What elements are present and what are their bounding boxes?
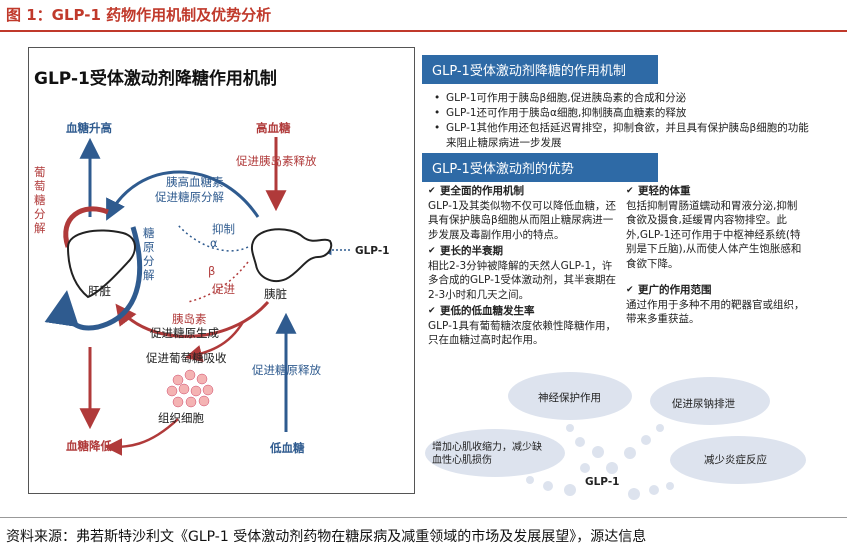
- tissue-cells-icon: [166, 369, 214, 408]
- arc-insulin: [115, 301, 270, 338]
- cloud-nerve: [508, 372, 632, 420]
- liver-cycle-red: [63, 206, 109, 248]
- effect-inflammation: 减少炎症反应: [704, 454, 767, 466]
- label-blood-sugar-down: 血糖降低: [66, 439, 112, 453]
- advantage-title: 更轻的体重: [626, 184, 806, 199]
- label-gluconeogenesis: 促进糖原生成: [150, 326, 219, 340]
- label-high-sugar: 高血糖: [256, 121, 291, 135]
- advantage-title: 更全面的作用机制: [428, 184, 620, 199]
- label-glp1-diagram: GLP-1: [355, 245, 390, 257]
- advantage-body: 包括抑制胃肠道蠕动和胃液分泌,抑制食欲及摄食,延缓胃内容物排空。此外,GLP-1…: [626, 199, 802, 270]
- cloud-heart: [425, 429, 565, 477]
- label-tissue-cells: 组织细胞: [158, 411, 204, 425]
- label-alpha: α: [210, 236, 218, 250]
- effects-cloud-diagram: [425, 372, 806, 500]
- promote-dotted: [187, 261, 249, 303]
- mechanism-bullets: GLP-1可作用于胰岛β细胞,促进胰岛素的合成和分泌 GLP-1还可作用于胰岛α…: [434, 91, 816, 151]
- mechanism-diagram: [44, 137, 350, 456]
- mechanism-bullet: GLP-1其他作用还包括延迟胃排空，抑制食欲，并且具有保护胰岛β细胞的功能来阻止…: [434, 121, 816, 151]
- advantage-body: GLP-1及其类似物不仅可以降低血糖，还具有保护胰岛β细胞从而阻止糖尿病进一步发…: [428, 199, 617, 241]
- arc-uptake: [184, 321, 245, 363]
- advantage-title: 更广的作用范围: [626, 283, 806, 298]
- label-glycogenolysis: 促进糖原分解: [155, 190, 224, 204]
- advantages-right-column: 更轻的体重 包括抑制胃肠道蠕动和胃液分泌,抑制食欲及摄食,延缓胃内容物排空。此外…: [626, 184, 806, 329]
- label-promote: 促进: [212, 282, 235, 296]
- cloud-sodium: [650, 377, 770, 425]
- label-blood-sugar-up: 血糖升高: [66, 121, 112, 135]
- arc-tissue-to-low: [104, 418, 179, 456]
- label-glycogen-breakdown-mid: 糖原分解: [143, 226, 155, 282]
- diagram-title: GLP-1受体激动剂降糖作用机制: [34, 69, 277, 89]
- label-glucose-breakdown: 葡萄糖分解: [34, 165, 46, 235]
- liver-cycle-blue: [44, 226, 142, 331]
- advantages-left-column: 更全面的作用机制 GLP-1及其类似物不仅可以降低血糖，还具有保护胰岛β细胞从而…: [428, 184, 620, 350]
- label-inhibit: 抑制: [212, 222, 235, 236]
- bottom-rule: [0, 517, 847, 518]
- title-rule: [0, 30, 847, 32]
- effect-nerve-protection: 神经保护作用: [538, 392, 601, 404]
- arc-glucagon: [106, 170, 260, 221]
- label-beta: β: [208, 264, 216, 278]
- label-glycogen-release: 促进糖原释放: [252, 363, 321, 377]
- pancreas-icon: [250, 228, 333, 283]
- mechanism-bullet: GLP-1可作用于胰岛β细胞,促进胰岛素的合成和分泌: [434, 91, 816, 106]
- liver-icon: [66, 229, 136, 299]
- advantage-body: GLP-1具有葡萄糖浓度依赖性降糖作用，只在血糖过高时起作用。: [428, 319, 617, 347]
- mechanism-bullet: GLP-1还可作用于胰岛α细胞,抑制胰高血糖素的释放: [434, 106, 816, 121]
- figure-title: 图 1：GLP-1 药物作用机制及优势分析: [6, 6, 272, 24]
- effect-sodium-excretion: 促进尿钠排泄: [672, 398, 735, 410]
- advantage-body: 通过作用于多种不用的靶器官或组织，带来多重获益。: [626, 298, 805, 326]
- advantage-title: 更长的半衰期: [428, 244, 620, 259]
- advantage-title: 更低的低血糖发生率: [428, 304, 620, 319]
- label-liver: 肝脏: [88, 284, 111, 298]
- advantage-body: 相比2-3分钟被降解的天然人GLP-1，许多合成的GLP-1受体激动剂，其半衰期…: [428, 259, 617, 301]
- label-promote-insulin: 促进胰岛素释放: [236, 154, 317, 168]
- advantages-header: GLP-1受体激动剂的优势: [422, 153, 658, 182]
- inhibit-dotted: [177, 224, 249, 252]
- label-glucagon: 胰高血糖素: [166, 175, 224, 189]
- effect-heart: 增加心肌收缩力，减少缺血性心肌损伤: [432, 442, 542, 466]
- source-note: 资料来源：弗若斯特沙利文《GLP-1 受体激动剂药物在糖尿病及减重领域的市场及发…: [6, 529, 647, 545]
- cloud-inflammation: [670, 436, 806, 484]
- label-glucose-uptake: 促进葡萄糖吸收: [146, 351, 227, 365]
- label-low-sugar: 低血糖: [270, 441, 305, 455]
- label-insulin: 胰岛素: [172, 312, 207, 326]
- mechanism-header: GLP-1受体激动剂降糖的作用机制: [422, 55, 658, 84]
- label-pancreas: 胰脏: [264, 287, 287, 301]
- effect-center-glp1: GLP-1: [585, 476, 620, 488]
